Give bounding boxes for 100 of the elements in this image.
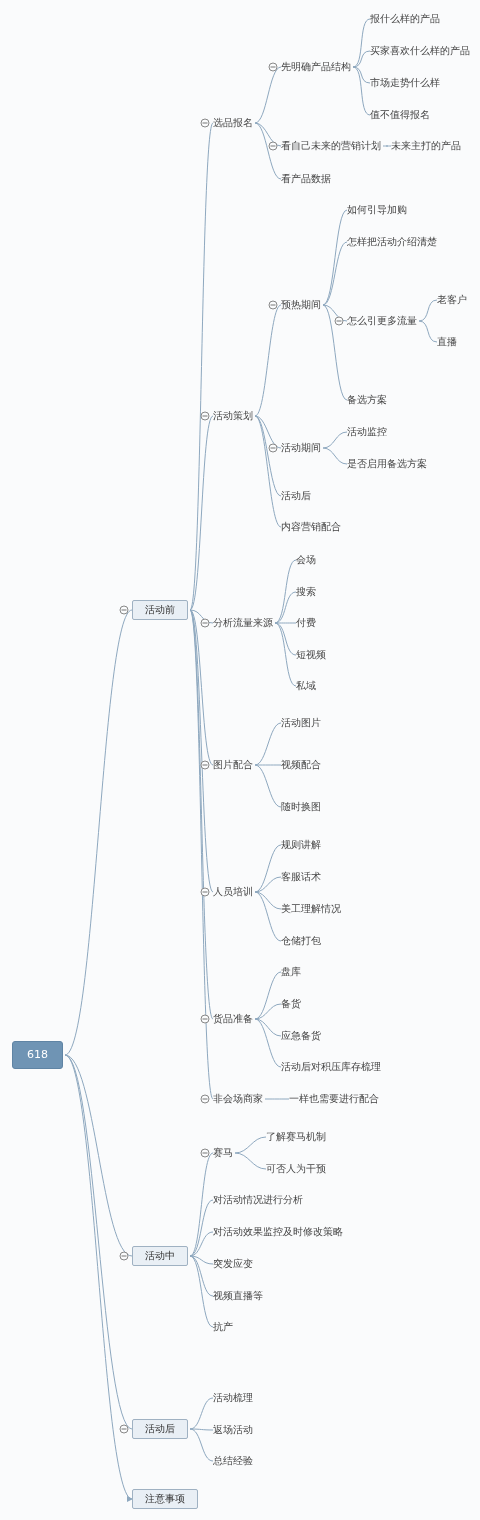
topic-text: 可否人为干预: [266, 1163, 326, 1175]
connector-line: [254, 876, 282, 893]
main-topic-box: 活动后: [132, 1419, 188, 1439]
connector-line: [64, 1054, 133, 1257]
topic-text: 会场: [296, 554, 316, 566]
topic-text: 了解赛马机制: [266, 1131, 326, 1143]
connector-line: [418, 320, 438, 343]
topic-text: 抗产: [213, 1321, 233, 1333]
connector-line: [274, 622, 297, 687]
connector-line: [189, 1255, 214, 1265]
connector-line: [254, 764, 282, 808]
connector-line: [274, 559, 297, 624]
topic-text: 怎样把活动介绍清楚: [347, 236, 437, 248]
topic-text: 返场活动: [213, 1424, 253, 1436]
connector-line: [254, 1003, 282, 1020]
topic-text: 对活动效果监控及时修改策略: [213, 1226, 343, 1238]
connector-line: [322, 304, 348, 401]
connector-line: [64, 1054, 133, 1430]
topic-text: 看产品数据: [281, 173, 331, 185]
topic-text: 买家喜欢什么样的产品: [370, 45, 470, 57]
connector-line: [322, 447, 348, 465]
connector-line: [382, 145, 392, 147]
topic-text: 备选方案: [347, 394, 387, 406]
topic-text: 货品准备: [213, 1013, 253, 1025]
topic-text: 美工理解情况: [281, 903, 341, 915]
connector-line: [352, 50, 371, 68]
connector-line: [254, 122, 282, 180]
topic-text: 短视频: [296, 649, 326, 661]
topic-text: 看自己未来的营销计划: [281, 140, 381, 152]
root-topic-box: 618: [12, 1041, 63, 1069]
connector-line: [254, 66, 282, 124]
topic-text: 规则讲解: [281, 839, 321, 851]
topic-text: 老客户: [437, 294, 467, 306]
topic-text: 活动后: [281, 490, 311, 502]
topic-text: 客服话术: [281, 871, 321, 883]
topic-text: 活动策划: [213, 410, 253, 422]
topic-text: 活动后对积压库存梳理: [281, 1061, 381, 1073]
connector-line: [254, 844, 282, 893]
topic-text: 盘库: [281, 966, 301, 978]
connector-line: [254, 415, 282, 528]
topic-text: 直播: [437, 336, 457, 348]
topic-text: 付费: [296, 617, 316, 629]
connector-line: [189, 415, 214, 611]
topic-text: 选品报名: [213, 117, 253, 129]
connector-line: [418, 299, 438, 322]
connector-line: [189, 1152, 214, 1257]
connector-line: [254, 415, 282, 449]
connector-line: [254, 1018, 282, 1068]
topic-text: 先明确产品结构: [281, 61, 351, 73]
connector-line: [64, 609, 133, 1056]
topic-text: 视频配合: [281, 759, 321, 771]
connector-line: [254, 722, 282, 766]
topic-text: 活动图片: [281, 717, 321, 729]
connector-line: [189, 122, 214, 611]
connector-line: [189, 609, 214, 766]
topic-text: 活动梳理: [213, 1392, 253, 1404]
main-topic-box: 活动前: [132, 600, 188, 620]
connector-line: [189, 1255, 214, 1297]
main-topic-box: 活动中: [132, 1246, 188, 1266]
topic-text: 市场走势什么样: [370, 77, 440, 89]
topic-text: 总结经验: [213, 1455, 253, 1467]
topic-text: 图片配合: [213, 759, 253, 771]
topic-text: 是否启用备选方案: [347, 458, 427, 470]
connector-line: [254, 971, 282, 1020]
topic-text: 报什么样的产品: [370, 13, 440, 25]
topic-text: 一样也需要进行配合: [289, 1093, 379, 1105]
topic-text: 私域: [296, 680, 316, 692]
topic-text: 人员培训: [213, 886, 253, 898]
connector-line: [189, 1255, 214, 1328]
topic-text: 分析流量来源: [213, 617, 273, 629]
connector-line: [254, 304, 282, 417]
connector-line: [322, 241, 348, 306]
connector-line: [189, 1199, 214, 1257]
connector-line: [254, 764, 282, 766]
connector-line: [189, 1428, 214, 1431]
topic-text: 随时换图: [281, 801, 321, 813]
connector-line: [189, 1231, 214, 1257]
topic-text: 内容营销配合: [281, 521, 341, 533]
connector-line: [254, 891, 282, 942]
topic-text: 搜索: [296, 586, 316, 598]
topic-text: 值不值得报名: [370, 109, 430, 121]
topic-text: 未来主打的产品: [391, 140, 461, 152]
topic-text: 仓储打包: [281, 935, 321, 947]
topic-text: 如何引导加购: [347, 204, 407, 216]
topic-text: 对活动情况进行分析: [213, 1194, 303, 1206]
connector-line: [189, 609, 214, 1100]
connector-line: [189, 1428, 214, 1462]
connector-line: [234, 1136, 267, 1154]
topic-text: 活动期间: [281, 442, 321, 454]
connector-line: [322, 304, 348, 322]
topic-text: 应急备货: [281, 1030, 321, 1042]
topic-text: 非会场商家: [213, 1093, 263, 1105]
connector-line: [322, 209, 348, 306]
topic-text: 活动监控: [347, 426, 387, 438]
topic-text: 怎么引更多流量: [347, 315, 417, 327]
connector-line: [352, 66, 371, 84]
topic-text: 突发应变: [213, 1258, 253, 1270]
connector-arrow: [64, 1054, 133, 1500]
topic-text: 视频直播等: [213, 1290, 263, 1302]
topic-text: 备货: [281, 998, 301, 1010]
